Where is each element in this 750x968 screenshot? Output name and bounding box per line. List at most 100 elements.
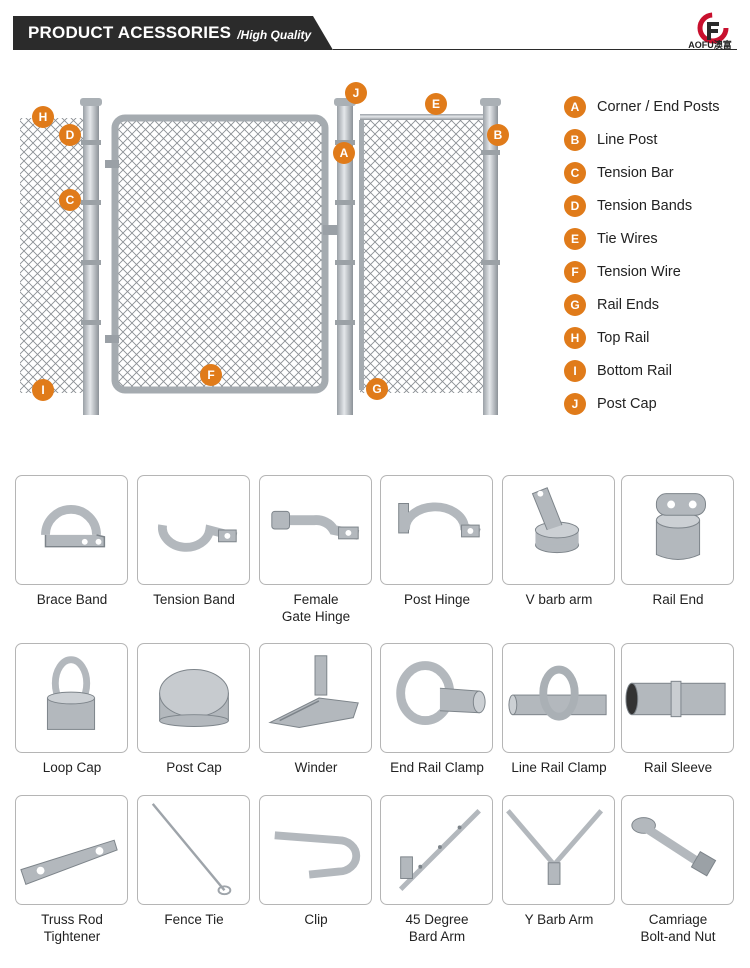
- product-card: [621, 795, 734, 905]
- gate-post: [337, 100, 353, 415]
- rail-end-icon: [655, 493, 706, 560]
- legend-label: Tension Wire: [597, 263, 681, 280]
- right-line-post: [483, 100, 498, 415]
- legend-label: Tension Bands: [597, 197, 693, 214]
- product-card: [259, 475, 372, 585]
- diagram-label-e: E: [425, 93, 447, 115]
- legend-label: Tie Wires: [597, 230, 658, 247]
- svg-text:E: E: [432, 97, 440, 111]
- product-name-line1: Female: [293, 592, 339, 607]
- product-name-line1: Rail End: [652, 592, 704, 607]
- product-caption: Line Rail Clamp: [494, 759, 624, 776]
- product-card: [502, 643, 615, 753]
- post-hinge-icon: [398, 502, 481, 538]
- legend-label: Top Rail: [597, 329, 650, 346]
- product-card: [621, 475, 734, 585]
- legend-label: Post Cap: [597, 395, 657, 412]
- legend-label: Bottom Rail: [597, 362, 672, 379]
- product-name-line1: Fence Tie: [164, 912, 224, 927]
- truss-rod-tightener-icon: [20, 839, 118, 886]
- legend-badge: A: [564, 95, 586, 118]
- header-divider: [333, 49, 737, 50]
- product-name-line1: Tension Band: [153, 592, 235, 607]
- product-name-line1: Truss Rod: [41, 912, 103, 927]
- product-name-line1: V barb arm: [525, 592, 593, 607]
- diagram-label-b: B: [487, 124, 509, 146]
- page-subtitle: /High Quality: [237, 28, 312, 42]
- female-gate-hinge-icon: [271, 510, 360, 540]
- legend-label: Tension Bar: [597, 164, 674, 181]
- product-card: [380, 643, 493, 753]
- fence-tie-icon: [151, 803, 232, 896]
- left-post: [83, 100, 99, 415]
- legend-badge: J: [564, 392, 586, 415]
- winder-icon: [268, 655, 359, 728]
- product-caption: Post Cap: [129, 759, 259, 776]
- diagram-label-h: H: [32, 106, 54, 128]
- svg-text:C: C: [66, 193, 75, 207]
- product-name-line2: Bard Arm: [408, 929, 466, 944]
- product-card: [259, 795, 372, 905]
- svg-text:A: A: [340, 146, 349, 160]
- diagram-label-g: G: [366, 378, 388, 400]
- product-card: [380, 475, 493, 585]
- product-caption: Y Barb Arm: [494, 911, 624, 928]
- product-name-line2: Tightener: [43, 929, 101, 944]
- product-name-line1: Line Rail Clamp: [511, 760, 607, 775]
- product-card: [380, 795, 493, 905]
- product-name-line1: Loop Cap: [42, 760, 102, 775]
- legend-label: Line Post: [597, 131, 658, 148]
- product-card: [15, 475, 128, 585]
- legend-item-c: C Tension Bar: [564, 156, 744, 189]
- end-rail-clamp-icon: [396, 661, 486, 725]
- clip-icon: [274, 831, 361, 879]
- svg-text:H: H: [39, 110, 48, 124]
- product-card: [15, 795, 128, 905]
- page-header: PRODUCT ACESSORIES /High Quality AOFU澳富: [0, 0, 750, 60]
- product-name-line1: Brace Band: [36, 592, 108, 607]
- svg-text:F: F: [207, 368, 214, 382]
- aofu-logo-icon: [697, 12, 729, 44]
- product-name-line2: Gate Hinge: [281, 609, 351, 624]
- right-mesh-panel: [360, 118, 485, 393]
- product-name-line1: End Rail Clamp: [390, 760, 484, 775]
- svg-text:J: J: [353, 86, 360, 100]
- loop-cap-icon: [46, 656, 96, 730]
- product-name-line2: Bolt-and Nut: [640, 929, 716, 944]
- legend-badge: C: [564, 161, 586, 184]
- product-caption: Post Hinge: [372, 591, 502, 608]
- legend-badge: G: [564, 293, 586, 316]
- diagram-label-j: J: [345, 82, 367, 104]
- product-name-line1: Camriage: [648, 912, 708, 927]
- diagram-label-d: D: [59, 124, 81, 146]
- diagram-label-a: A: [333, 142, 355, 164]
- legend-item-i: I Bottom Rail: [564, 354, 744, 387]
- product-name-line1: Y Barb Arm: [524, 912, 594, 927]
- product-caption: End Rail Clamp: [372, 759, 502, 776]
- y-barb-arm-icon: [506, 809, 604, 885]
- tension-band-icon: [157, 524, 238, 552]
- post-cap-icon: [159, 669, 229, 727]
- legend-badge: I: [564, 359, 586, 382]
- product-card: [502, 475, 615, 585]
- product-card: [621, 643, 734, 753]
- product-name-line1: 45 Degree: [405, 912, 469, 927]
- gate-frame: [111, 114, 329, 394]
- product-caption: Brace Band: [7, 591, 137, 608]
- product-card: [137, 795, 250, 905]
- brace-band-icon: [41, 504, 106, 548]
- left-mesh-panel: [20, 118, 90, 393]
- product-caption: Clip: [251, 911, 381, 928]
- legend-item-j: J Post Cap: [564, 387, 744, 420]
- legend-badge: H: [564, 326, 586, 349]
- legend-item-h: H Top Rail: [564, 321, 744, 354]
